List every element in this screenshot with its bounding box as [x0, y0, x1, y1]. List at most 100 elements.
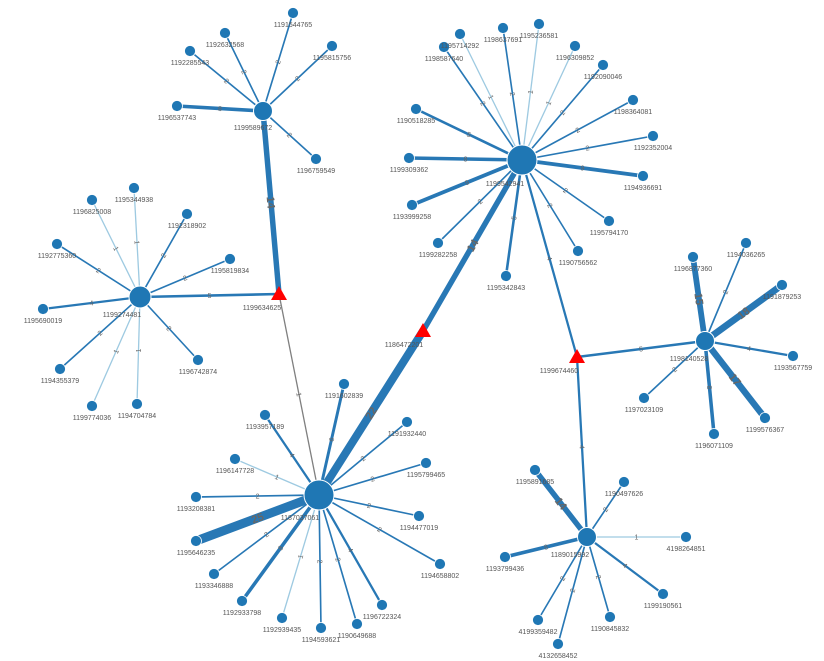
leaf-node[interactable]: [229, 453, 241, 465]
connector-triangle-node[interactable]: [569, 349, 585, 363]
leaf-edge: [262, 110, 317, 160]
leaf-node[interactable]: [708, 428, 720, 440]
connector-triangle-node[interactable]: [271, 286, 287, 300]
leaf-node[interactable]: [657, 588, 669, 600]
leaf-edge: [586, 536, 611, 618]
hub-node[interactable]: [253, 101, 273, 121]
leaf-node[interactable]: [37, 303, 49, 315]
leaf-node-label: 1192318902: [168, 223, 207, 230]
hub-node-label: 1199274481: [103, 312, 142, 319]
leaf-node-label: 1192632568: [206, 42, 245, 49]
hub-link-edge: [138, 292, 281, 299]
leaf-edge: [504, 158, 524, 278]
leaf-node[interactable]: [410, 103, 422, 115]
leaf-node[interactable]: [338, 378, 350, 390]
leaf-node[interactable]: [604, 611, 616, 623]
leaf-node-label: 1190649688: [338, 633, 377, 640]
leaf-node[interactable]: [637, 170, 649, 182]
leaf-node[interactable]: [287, 7, 299, 19]
leaf-node[interactable]: [627, 94, 639, 106]
leaf-node[interactable]: [776, 279, 788, 291]
leaf-node-label: 4199359482: [519, 629, 558, 636]
leaf-node[interactable]: [406, 199, 418, 211]
leaf-node[interactable]: [376, 599, 388, 611]
leaf-node[interactable]: [171, 100, 183, 112]
leaf-node[interactable]: [190, 535, 202, 547]
leaf-node[interactable]: [236, 595, 248, 607]
edge-weight-label: 2: [94, 267, 101, 275]
leaf-node[interactable]: [310, 153, 322, 165]
leaf-edge: [240, 493, 321, 603]
leaf-node[interactable]: [603, 215, 615, 227]
leaf-node-label: 1195799465: [407, 472, 446, 479]
leaf-node[interactable]: [224, 253, 236, 265]
leaf-node[interactable]: [680, 531, 692, 543]
leaf-node-label: 1191932440: [388, 431, 427, 438]
leaf-edge: [532, 467, 590, 540]
leaf-node[interactable]: [184, 45, 196, 57]
leaf-node[interactable]: [500, 270, 512, 282]
leaf-node-label: 1193208381: [177, 506, 216, 513]
leaf-edge: [263, 413, 321, 497]
connector-triangle-node[interactable]: [415, 323, 431, 337]
leaf-node[interactable]: [787, 350, 799, 362]
leaf-node[interactable]: [315, 622, 327, 634]
leaf-node[interactable]: [434, 558, 446, 570]
leaf-node[interactable]: [86, 400, 98, 412]
leaf-node[interactable]: [572, 245, 584, 257]
leaf-edge: [459, 33, 523, 161]
leaf-node[interactable]: [454, 28, 466, 40]
leaf-node[interactable]: [552, 638, 564, 650]
leaf-node[interactable]: [438, 41, 450, 53]
leaf-node[interactable]: [499, 551, 511, 563]
leaf-node-label: 1194704784: [118, 413, 157, 420]
leaf-node[interactable]: [529, 464, 541, 476]
leaf-node[interactable]: [618, 476, 630, 488]
hub-node[interactable]: [577, 527, 597, 547]
edge-weight-label: 6: [329, 437, 337, 442]
connector-node-label: 1199634625: [243, 305, 282, 312]
leaf-node[interactable]: [401, 416, 413, 428]
leaf-node[interactable]: [403, 152, 415, 164]
edge-weight-label: 2: [478, 100, 486, 107]
leaf-node[interactable]: [208, 568, 220, 580]
leaf-node[interactable]: [759, 412, 771, 424]
leaf-node[interactable]: [532, 614, 544, 626]
leaf-node[interactable]: [128, 182, 140, 194]
leaf-edge: [189, 50, 264, 112]
leaf-node[interactable]: [687, 251, 699, 263]
leaf-node[interactable]: [351, 618, 363, 630]
leaf-node[interactable]: [647, 130, 659, 142]
leaf-node[interactable]: [276, 612, 288, 624]
leaf-node[interactable]: [259, 409, 271, 421]
edge-weight-label: 2: [570, 588, 578, 594]
hub-node[interactable]: [303, 479, 335, 511]
edge-weight-label: 2: [294, 75, 302, 83]
leaf-node[interactable]: [86, 194, 98, 206]
leaf-node[interactable]: [497, 22, 509, 34]
leaf-node[interactable]: [638, 392, 650, 404]
leaf-node[interactable]: [54, 363, 66, 375]
leaf-node[interactable]: [597, 59, 609, 71]
leaf-node[interactable]: [326, 40, 338, 52]
leaf-node[interactable]: [740, 237, 752, 249]
leaf-node[interactable]: [569, 40, 581, 52]
leaf-node-label: 1190756562: [559, 260, 598, 267]
leaf-node[interactable]: [192, 354, 204, 366]
leaf-node[interactable]: [131, 398, 143, 410]
leaf-node[interactable]: [533, 18, 545, 30]
leaf-node[interactable]: [432, 237, 444, 249]
leaf-node[interactable]: [413, 510, 425, 522]
leaf-edge: [318, 494, 441, 565]
leaf-node[interactable]: [420, 457, 432, 469]
hub-node[interactable]: [128, 285, 152, 309]
leaf-node[interactable]: [51, 238, 63, 250]
leaf-node[interactable]: [181, 208, 193, 220]
hub-node[interactable]: [695, 331, 715, 351]
hub-node[interactable]: [506, 144, 538, 176]
leaf-edge: [703, 339, 795, 358]
leaf-node[interactable]: [219, 27, 231, 39]
leaf-node[interactable]: [190, 491, 202, 503]
edge-weight-label: 2: [671, 366, 679, 374]
